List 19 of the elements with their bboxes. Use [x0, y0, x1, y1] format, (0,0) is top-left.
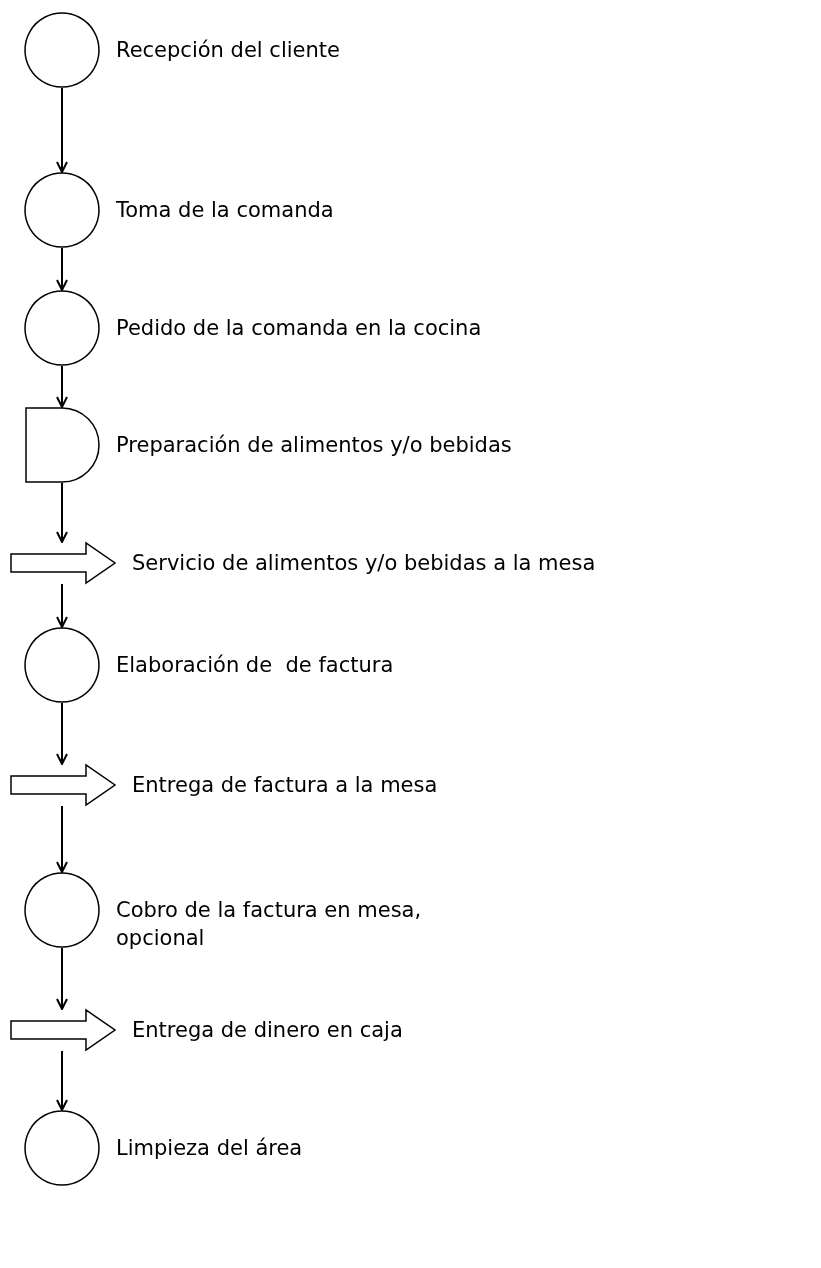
step-label: Entrega de factura a la mesa — [132, 772, 438, 799]
arrow — [56, 87, 68, 173]
arrow — [56, 583, 68, 628]
arrow — [56, 482, 68, 543]
arrow — [56, 365, 68, 408]
step-label: Servicio de alimentos y/o bebidas a la mesa — [132, 550, 596, 577]
step-label: Preparación de alimentos y/o bebidas — [116, 432, 512, 459]
step-label: Elaboración de de factura — [116, 652, 394, 679]
step-label: Pedido de la comanda en la cocina — [116, 315, 482, 342]
step-label: Entrega de dinero en caja — [132, 1017, 403, 1044]
step-label: Limpieza del área — [116, 1135, 303, 1162]
step-label: Toma de la comanda — [116, 197, 334, 224]
arrow — [56, 1050, 68, 1111]
arrow — [56, 247, 68, 291]
step-label: Cobro de la factura en mesa, opcional — [116, 897, 423, 953]
arrow — [56, 702, 68, 765]
arrow — [56, 805, 68, 873]
arrow — [56, 947, 68, 1010]
step-label: Recepción del cliente — [116, 37, 340, 64]
